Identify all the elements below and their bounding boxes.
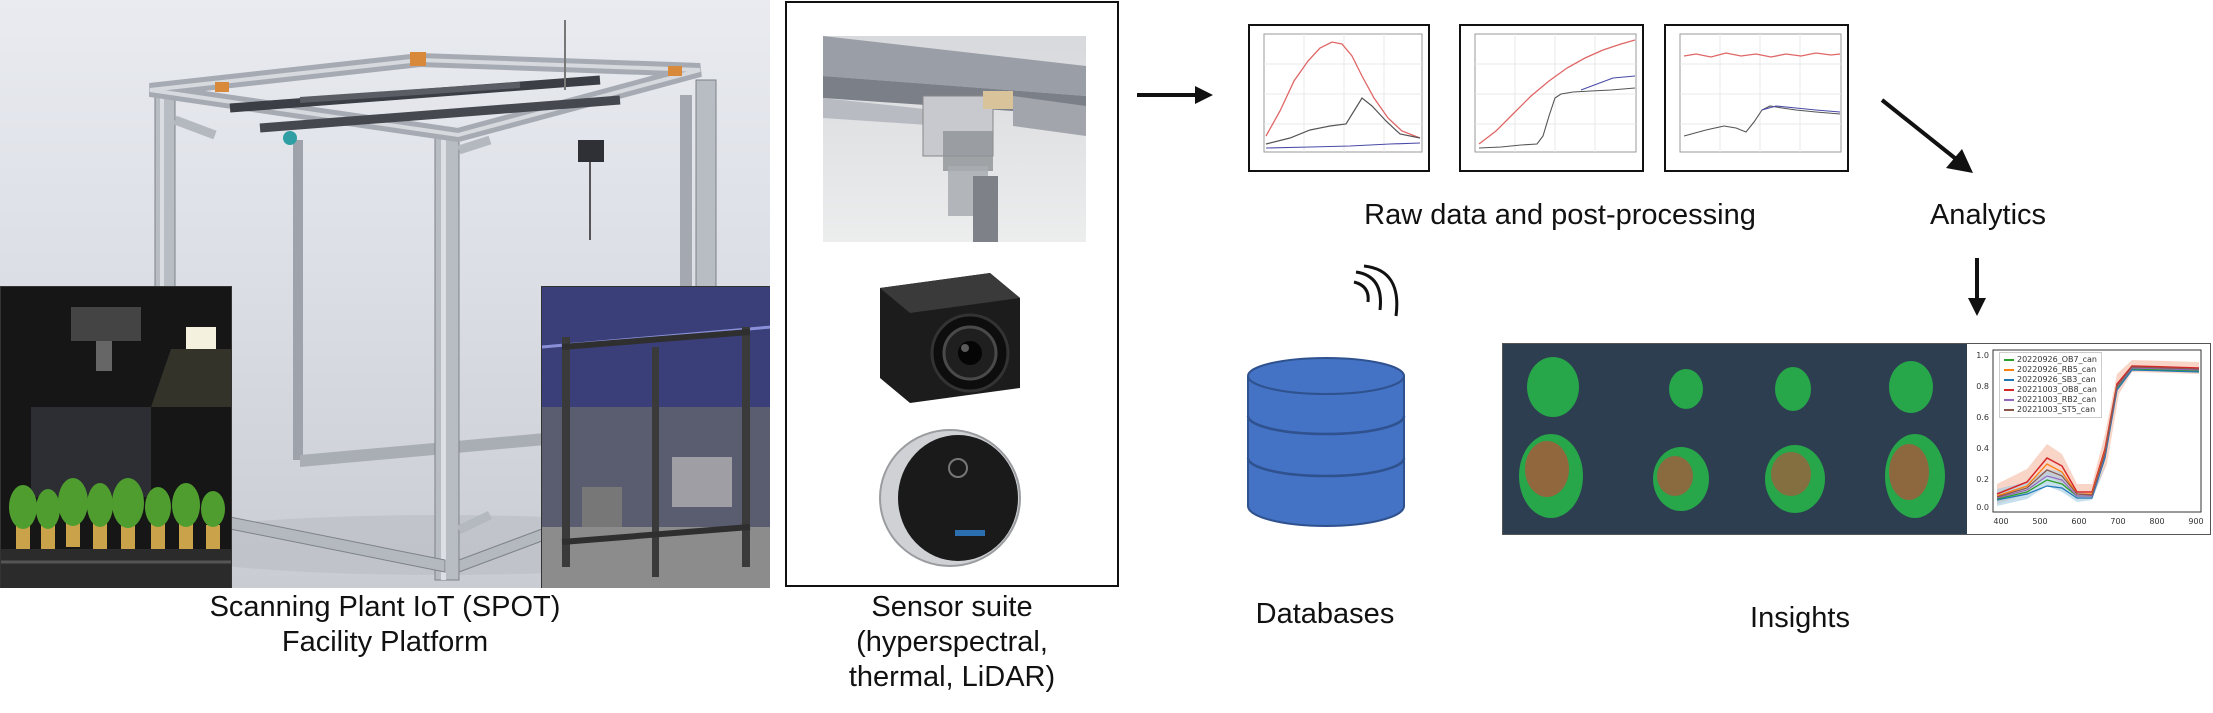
wireless-signal-icon (1353, 264, 1399, 317)
legend-item: 20220926_OB7_can (2004, 355, 2097, 365)
spectrum-plot-2-lines (1474, 33, 1637, 153)
spectrum-plot-3-lines (1679, 33, 1842, 153)
hyperspectral-sensor-image (823, 36, 1086, 242)
analytics-caption: Analytics (1929, 199, 2047, 231)
sensor-caption-line1: Sensor suite (871, 591, 1033, 623)
reflectance-chart-plot: 1.0 0.8 0.6 0.4 0.2 0.0 400 500 600 700 … (1976, 349, 2204, 526)
x-tick: 400 (1993, 517, 2008, 526)
spot-platform-image (0, 0, 770, 588)
y-tick: 0.4 (1976, 444, 1989, 453)
sensor-caption-line3: thermal, LiDAR) (848, 661, 1056, 693)
x-tick: 600 (2071, 517, 2086, 526)
x-tick: 900 (2188, 517, 2203, 526)
platform-caption: Scanning Plant IoT (SPOT) Facility Platf… (0, 590, 770, 660)
raw-data-caption: Raw data and post-processing (1364, 199, 1756, 231)
greenhouse-photo-inset (0, 286, 232, 588)
legend-item: 20221003_RB2_can (2004, 395, 2097, 405)
insights-caption: Insights (1750, 602, 1850, 634)
lab-photo-inset (541, 286, 770, 588)
x-tick: 500 (2032, 517, 2047, 526)
spectrum-plot-2 (1459, 24, 1644, 172)
spectrum-plot-1 (1248, 24, 1430, 172)
lidar-device (879, 429, 1021, 567)
database-icon (1246, 357, 1406, 527)
spectrum-plot-3 (1664, 24, 1849, 172)
sensor-caption-line2: (hyperspectral, (856, 626, 1048, 658)
databases-caption: Databases (1255, 598, 1395, 630)
y-tick: 0.0 (1976, 503, 1989, 512)
greenhouse-photo (1, 287, 231, 588)
thermal-camera (880, 273, 1020, 403)
y-tick: 0.6 (1976, 413, 1989, 422)
arrow-right-icon (1137, 86, 1213, 104)
arrow-down-right-icon (1880, 98, 1973, 173)
legend-item: 20220926_SB3_can (2004, 375, 2097, 385)
x-tick: 800 (2149, 517, 2164, 526)
legend-item: 20221003_ST5_can (2004, 405, 2097, 415)
legend-item: 20220926_RB5_can (2004, 365, 2097, 375)
chart-legend: 20220926_OB7_can 20220926_RB5_can 202209… (1999, 352, 2102, 418)
reflectance-chart: 1.0 0.8 0.6 0.4 0.2 0.0 400 500 600 700 … (1967, 344, 2210, 534)
plant-map (1503, 344, 1967, 534)
y-tick: 0.2 (1976, 475, 1989, 484)
y-tick: 0.8 (1976, 382, 1989, 391)
platform-caption-line1: Scanning Plant IoT (SPOT) (209, 591, 561, 623)
lidar-sensor-image (870, 420, 1035, 570)
arrow-down-icon (1968, 258, 1986, 316)
sensor-caption: Sensor suite (hyperspectral, thermal, Li… (785, 590, 1119, 695)
legend-item: 20221003_OB8_can (2004, 385, 2097, 395)
thermal-camera-image (870, 268, 1032, 408)
plant-map-blobs (1519, 357, 1945, 518)
platform-caption-line2: Facility Platform (281, 626, 489, 658)
y-tick: 1.0 (1976, 351, 1989, 360)
spectrum-plot-1-lines (1263, 33, 1423, 153)
hyperspectral-render (823, 36, 1086, 242)
x-tick: 700 (2110, 517, 2125, 526)
lab-photo (542, 287, 770, 588)
